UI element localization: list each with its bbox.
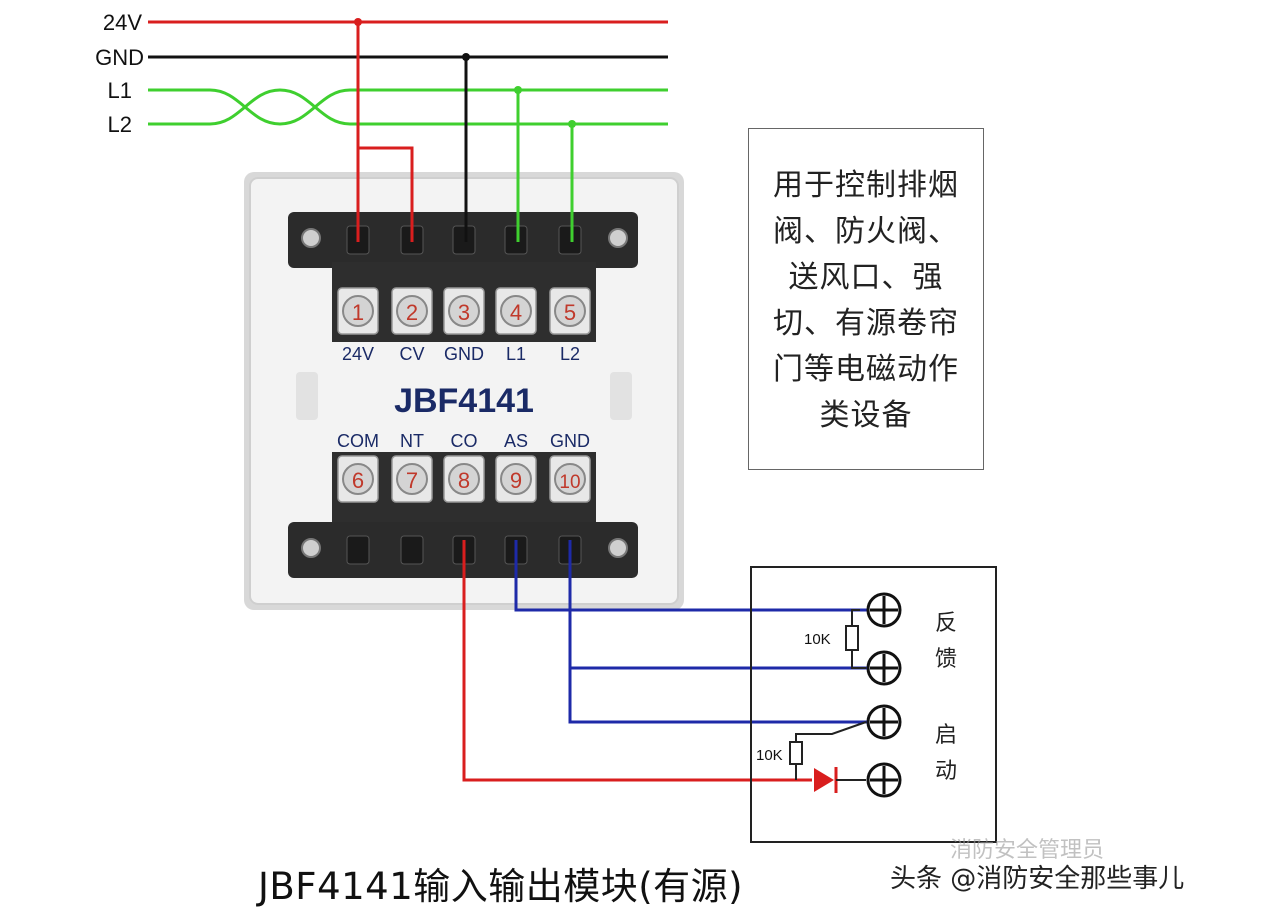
note-text: 用于控制排烟 阀、防火阀、 送风口、强 切、有源卷帘 门等电磁动作 类设备 xyxy=(749,163,983,439)
bottom-screw-head-9 xyxy=(500,463,532,495)
bottom-terminal-number: 7 xyxy=(406,468,418,493)
bus-label-l2: L2 xyxy=(108,112,132,137)
bottom-screw-head-8 xyxy=(448,463,480,495)
note-line: 门等电磁动作 xyxy=(773,352,959,387)
feedback-resistor-lead xyxy=(851,609,860,626)
bottom-terminal-label: CO xyxy=(451,431,478,451)
bottom-terminal-labels: COM NT CO AS GND xyxy=(337,431,590,451)
bottom-terminal-label: NT xyxy=(400,431,424,451)
top-terminal-number: 3 xyxy=(458,300,470,325)
top-terminal-label: CV xyxy=(399,344,424,364)
wire-24v-to-t2 xyxy=(358,146,414,242)
bottom-screw-head-6 xyxy=(342,463,374,495)
bottom-screw-head-7 xyxy=(396,463,428,495)
start-resistor-label: 10K xyxy=(756,747,783,764)
top-terminal-number: 1 xyxy=(352,300,364,325)
start-label-1: 启 xyxy=(935,723,957,748)
watermark: 头条 @消防安全那些事儿 xyxy=(890,864,1185,894)
top-terminal-label: 24V xyxy=(342,344,374,364)
watermark-faint: 消防安全管理员 xyxy=(950,838,1105,863)
feedback-resistor-label: 10K xyxy=(804,631,831,648)
diagram-caption: JBF4141输入输出模块(有源) xyxy=(258,865,744,908)
start-resistor xyxy=(789,741,803,765)
bottom-wire-socket xyxy=(400,535,424,565)
note-line: 阀、防火阀、 xyxy=(773,214,959,249)
start-label-2: 动 xyxy=(935,759,957,784)
bus-l1-line xyxy=(148,88,668,126)
bottom-terminal-number: 8 xyxy=(458,468,470,493)
wire-gnd-to-feedback-start xyxy=(568,540,884,724)
wire-co-to-diode xyxy=(462,540,812,782)
module-model-label: JBF4141 xyxy=(394,382,534,420)
bottom-wire-socket xyxy=(346,535,370,565)
device-terminals xyxy=(866,592,902,798)
device-terminal-icon xyxy=(866,704,902,740)
plate-slot-left xyxy=(296,372,318,420)
top-wire-socket xyxy=(452,225,476,255)
feedback-label-2: 馈 xyxy=(935,647,957,672)
feedback-resistor xyxy=(845,625,859,651)
bus-label-24v: 24V xyxy=(103,10,142,35)
note-line: 用于控制排烟 xyxy=(773,168,959,203)
bus-label-l1: L1 xyxy=(108,78,132,103)
top-terminal-number: 4 xyxy=(510,300,522,325)
note-box: 用于控制排烟 阀、防火阀、 送风口、强 切、有源卷帘 门等电磁动作 类设备 xyxy=(748,128,984,470)
top-terminal-label: GND xyxy=(444,344,484,364)
bottom-screw-head-10 xyxy=(554,463,586,495)
bottom-terminal-number: 9 xyxy=(510,468,522,493)
device-box xyxy=(750,566,997,843)
note-line: 类设备 xyxy=(819,398,913,433)
top-wire-socket xyxy=(504,225,528,255)
top-bar-screw-left xyxy=(301,228,321,248)
bottom-terminal-number: 10 xyxy=(559,472,580,493)
wire-as-to-feedback xyxy=(514,540,884,612)
feedback-resistor-lead2 xyxy=(851,650,866,669)
feedback-label-1: 反 xyxy=(935,611,957,636)
top-terminal-screws: 1 2 3 4 5 xyxy=(337,287,591,335)
note-line: 送风口、强 xyxy=(788,260,944,295)
top-screw-head-4 xyxy=(500,295,532,327)
bottom-terminal-screws: 6 7 8 9 10 xyxy=(337,455,591,503)
bus-label-gnd: GND xyxy=(95,45,144,70)
device-terminal-icon xyxy=(866,592,902,628)
bottom-bar-screw-left xyxy=(301,538,321,558)
bottom-terminal-number: 6 xyxy=(352,468,364,493)
bottom-terminal-label: COM xyxy=(337,431,379,451)
device-terminal-icon xyxy=(866,762,902,798)
top-screw-head-2 xyxy=(396,295,428,327)
plate-slot-right xyxy=(610,372,632,420)
top-screw-head-3 xyxy=(448,295,480,327)
top-terminal-number: 2 xyxy=(406,300,418,325)
bus-l2-line xyxy=(148,88,668,126)
device-terminal-icon xyxy=(866,650,902,686)
top-terminal-labels: 24V CV GND L1 L2 xyxy=(342,344,580,364)
bottom-terminal-label: GND xyxy=(550,431,590,451)
top-wire-socket xyxy=(558,225,582,255)
diode-symbol xyxy=(814,768,834,792)
top-screw-head-1 xyxy=(342,295,374,327)
top-terminal-label: L1 xyxy=(506,344,526,364)
start-resistor-lead xyxy=(795,721,867,742)
top-bar-screw-right xyxy=(608,228,628,248)
bottom-terminal-label: AS xyxy=(504,431,528,451)
top-screw-head-5 xyxy=(554,295,586,327)
bottom-bar-screw-right xyxy=(608,538,628,558)
note-line: 切、有源卷帘 xyxy=(773,306,959,341)
top-terminal-label: L2 xyxy=(560,344,580,364)
top-terminal-number: 5 xyxy=(564,300,576,325)
